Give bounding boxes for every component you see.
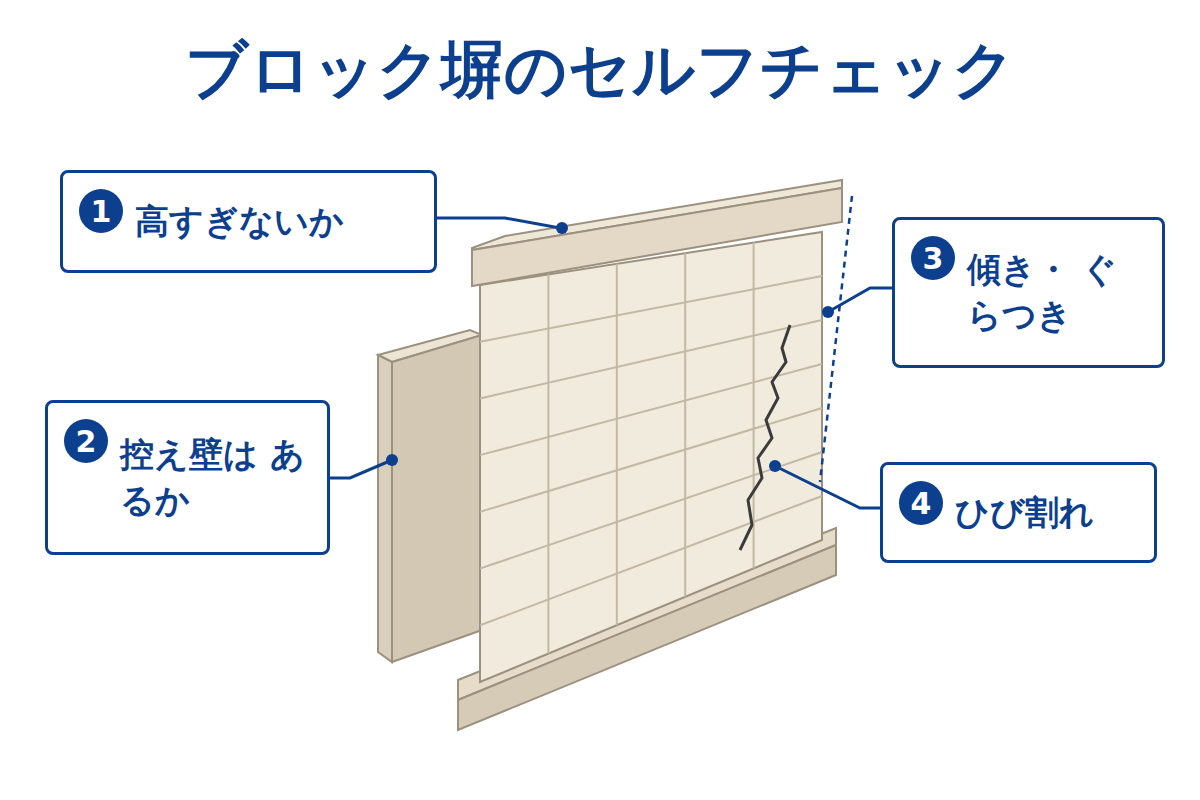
callout-box: 3 傾き・ ぐらつき	[892, 217, 1165, 368]
callout-box: 1 高すぎないか	[60, 170, 437, 273]
check-item-text: 控え壁は あるか	[120, 432, 309, 524]
check-item-text: 傾き・ ぐらつき	[967, 247, 1144, 339]
block-joint	[480, 496, 822, 625]
number-text: 2	[76, 424, 97, 459]
block-joint	[480, 452, 822, 569]
callout-box: 4 ひび割れ	[880, 462, 1157, 563]
callout-number: 4	[899, 481, 943, 525]
block-joint	[616, 264, 618, 625]
crack	[740, 325, 790, 550]
number-text: 1	[91, 194, 112, 229]
check-item-text: 高すぎないか	[135, 199, 344, 245]
buttress-face	[392, 335, 482, 662]
number-text: 4	[911, 486, 932, 521]
title: ブロック塀のセルフチェック	[0, 28, 1200, 112]
callout-number: 3	[911, 236, 955, 280]
block-joint	[480, 320, 822, 398]
check-item-text: ひび割れ	[955, 490, 1094, 536]
wall-face	[480, 232, 822, 682]
cap-front	[472, 188, 842, 286]
block-joint	[753, 243, 755, 569]
tilt-guide	[820, 196, 852, 482]
block-joint	[547, 274, 549, 653]
callout-number: 2	[64, 419, 108, 463]
leader-dots	[386, 222, 834, 472]
block-joints	[480, 243, 822, 654]
block-joint	[480, 408, 822, 512]
callout-number: 1	[79, 189, 123, 233]
callout-box: 2 控え壁は あるか	[45, 400, 330, 555]
number-text: 3	[923, 241, 944, 276]
buttress-edge	[378, 355, 392, 662]
block-joint	[684, 253, 686, 597]
